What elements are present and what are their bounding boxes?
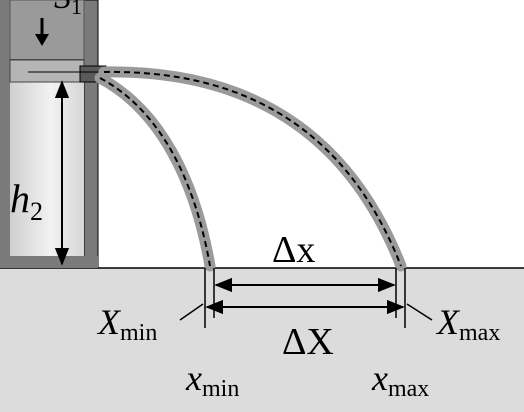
- tank-bottom: [0, 256, 98, 268]
- piston-block: [9, 0, 85, 61]
- stream-near-dashed: [99, 77, 211, 267]
- top-label: S1: [54, 0, 82, 19]
- xmin-leader: [179, 303, 204, 321]
- x-max-small-label: xmax: [371, 358, 429, 402]
- piston-band: [9, 59, 85, 83]
- delta-x-small-label: Δx: [272, 229, 315, 271]
- stream-far: [98, 66, 407, 272]
- xmax-leader: [406, 303, 433, 321]
- stream-near: [94, 72, 216, 272]
- tank-left-wall: [0, 0, 10, 268]
- x-min-big-label: Xmin: [96, 302, 157, 346]
- x-max-big-label: Xmax: [435, 302, 500, 346]
- delta-x-big-label: ΔX: [282, 321, 334, 363]
- x-min-small-label: xmin: [185, 358, 239, 402]
- height-label: h2: [10, 176, 43, 226]
- down-arrow-icon: [35, 18, 49, 46]
- tank-right-wall: [83, 0, 99, 269]
- stream-far-dashed: [103, 70, 402, 267]
